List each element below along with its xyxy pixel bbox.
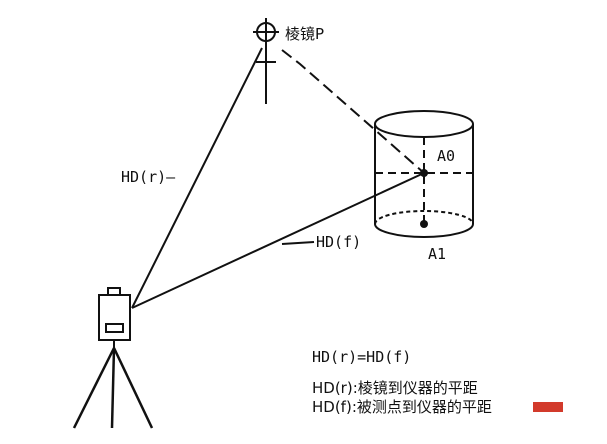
hd-r-label: HD(r)— xyxy=(121,168,176,186)
legend-line-1: HD(r):棱镜到仪器的平距 xyxy=(312,379,478,397)
legend-equation: HD(r)=HD(f) xyxy=(312,348,411,366)
prism-label: 棱镜P xyxy=(285,25,324,43)
watermark-badge xyxy=(533,402,563,412)
hd-f-label: HD(f) xyxy=(316,233,361,251)
point-a1 xyxy=(420,220,428,228)
hd-r-line xyxy=(131,47,263,309)
legend: HD(r)=HD(f) HD(r):棱镜到仪器的平距 HD(f):被测点到仪器的… xyxy=(312,348,492,416)
a1-label: A1 xyxy=(428,245,446,263)
prism-to-a0-dashed-line xyxy=(281,49,425,174)
tripod-icon xyxy=(72,347,154,429)
hd-f-line xyxy=(131,172,425,309)
hd-f-label-leader xyxy=(281,241,315,245)
cylinder-target-icon xyxy=(374,110,474,238)
point-a0 xyxy=(420,169,428,177)
total-station-icon xyxy=(98,287,131,348)
legend-line-2: HD(f):被测点到仪器的平距 xyxy=(312,398,492,416)
prism-crosshair-icon xyxy=(253,18,279,104)
a0-label: A0 xyxy=(437,147,455,165)
